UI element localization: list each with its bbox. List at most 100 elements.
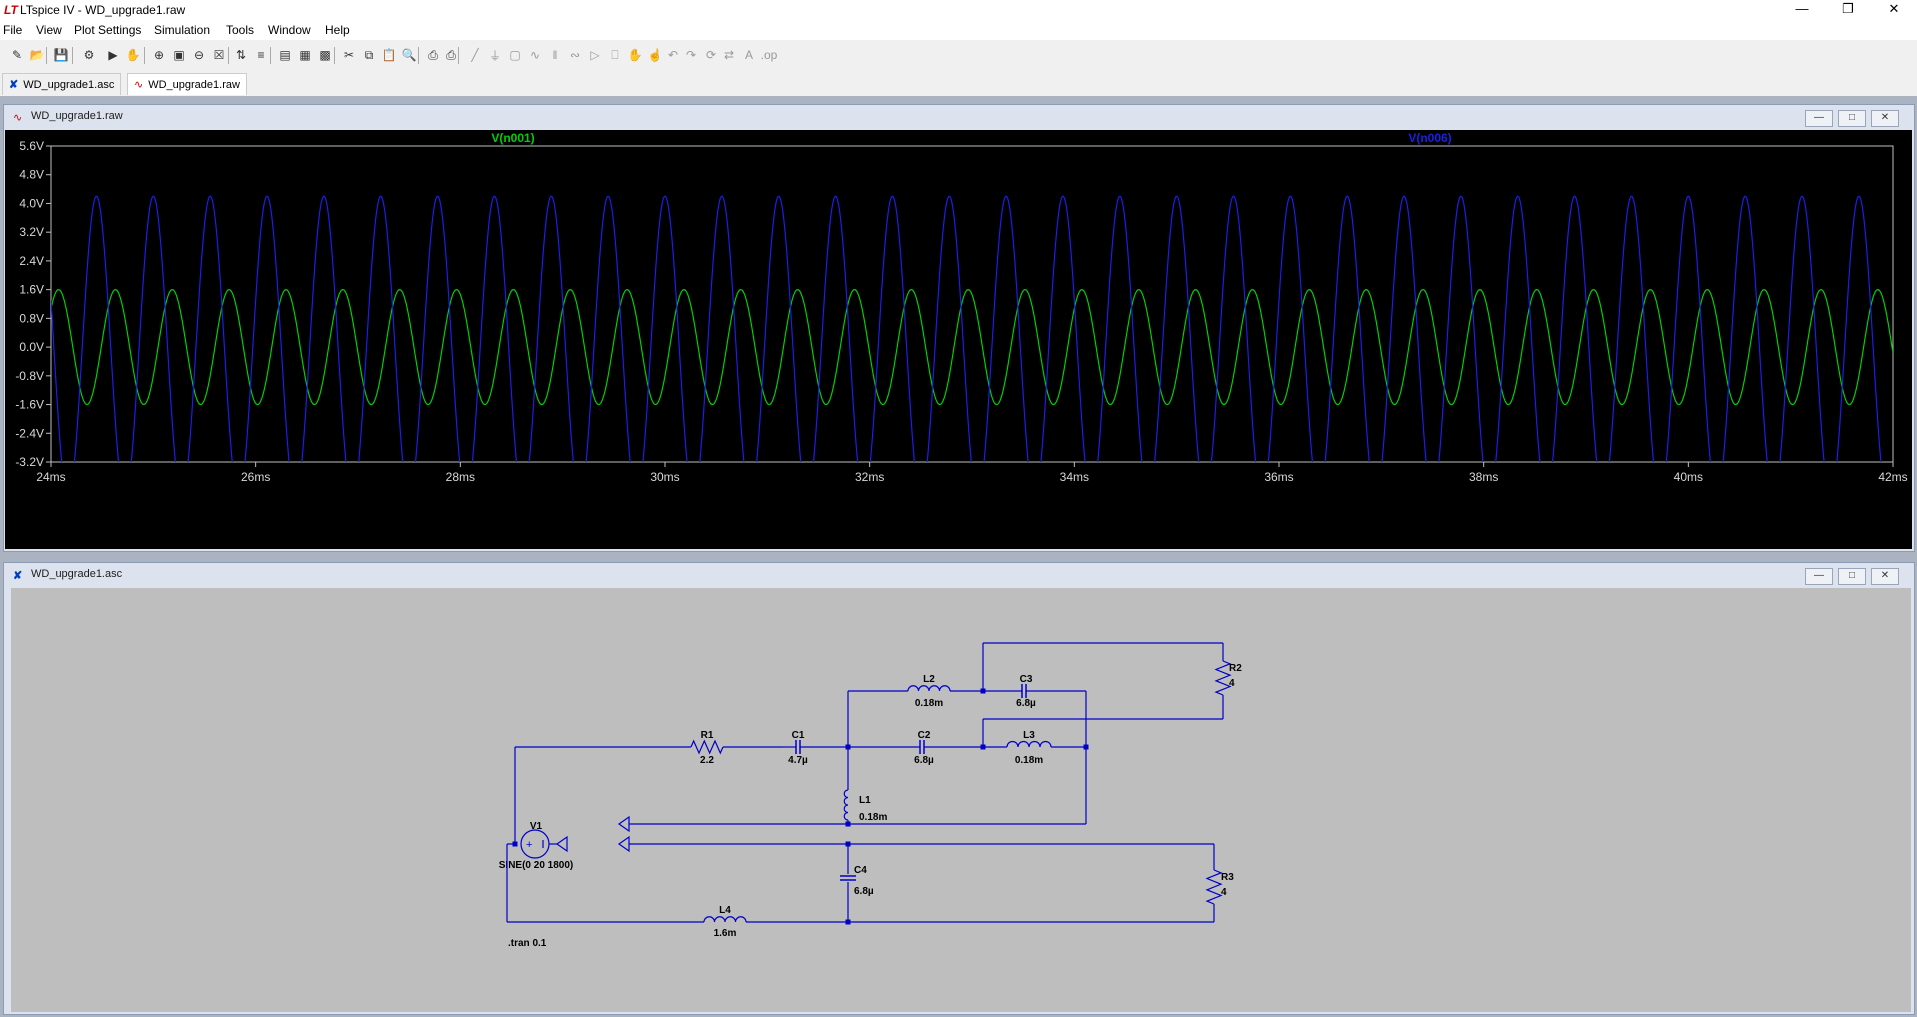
component-label-l4: L4: [719, 905, 731, 916]
schematic-drawing[interactable]: R24L20.18mC36.8µR12.2C14.7µC26.8µL30.18m…: [5, 588, 1912, 1012]
menu-tools[interactable]: Tools: [226, 23, 255, 37]
component-value-l3: 0.18m: [1015, 755, 1043, 766]
zoom-out-icon[interactable]: ⊖: [193, 48, 205, 62]
zoom-in-icon[interactable]: ⊕: [153, 48, 165, 62]
menu-view[interactable]: View: [36, 23, 62, 37]
menu-file[interactable]: File: [3, 23, 23, 37]
close-button[interactable]: ✕: [1888, 1, 1900, 16]
resistor-symbol: [1205, 869, 1223, 905]
y-tick-label: 5.6V: [19, 139, 44, 153]
ground-icon[interactable]: ⏚: [488, 48, 501, 63]
close-button[interactable]: ✕: [1871, 110, 1899, 127]
print-setup-icon[interactable]: ⎙: [428, 47, 438, 62]
y-tick-label: -3.2V: [15, 455, 44, 469]
diode-icon[interactable]: ▷: [590, 48, 600, 62]
tile-vertical-icon[interactable]: ▦: [299, 48, 311, 62]
print-icon[interactable]: ⎙: [446, 47, 456, 62]
component-value-r1: 2.2: [700, 755, 714, 766]
label-icon[interactable]: ▢: [509, 48, 521, 62]
save-icon[interactable]: 💾: [53, 48, 69, 62]
halt-icon[interactable]: ✋: [125, 48, 141, 62]
run-icon[interactable]: ▶: [108, 48, 118, 62]
menu-simulation[interactable]: Simulation: [154, 23, 211, 37]
waveform-window-titlebar[interactable]: ∿ WD_upgrade1.raw — □ ✕: [4, 105, 1914, 129]
menu-plot-settings[interactable]: Plot Settings: [74, 23, 142, 37]
resistor-icon[interactable]: ∿: [529, 48, 541, 62]
add-trace-icon[interactable]: ≡: [257, 48, 265, 62]
y-tick-label: -2.4V: [15, 426, 44, 440]
plus-sign: +: [526, 839, 532, 851]
restore-button[interactable]: ❐: [1842, 1, 1854, 16]
waveform-plot[interactable]: 5.6V4.8V4.0V3.2V2.4V1.6V0.8V0.0V-0.8V-1.…: [5, 130, 1912, 549]
maximize-button[interactable]: □: [1838, 568, 1866, 585]
cut-icon[interactable]: ✂: [343, 48, 355, 62]
y-tick-label: -0.8V: [15, 369, 44, 383]
schematic-background: [11, 588, 1911, 1012]
toolbar-separator: [144, 47, 145, 64]
minimize-button[interactable]: —: [1805, 568, 1833, 585]
waveform-window-title: WD_upgrade1.raw: [31, 110, 123, 122]
tab-waveform[interactable]: ∿ WD_upgrade1.raw: [127, 73, 247, 95]
component-label-c1: C1: [792, 730, 805, 741]
copy-icon[interactable]: ⧉: [364, 47, 374, 62]
spice-directive-icon[interactable]: .op: [760, 48, 778, 62]
close-button[interactable]: ✕: [1871, 568, 1899, 585]
y-tick-label: 0.8V: [19, 311, 44, 325]
x-tick-label: 24ms: [36, 470, 65, 484]
minimize-button[interactable]: —: [1795, 1, 1809, 16]
tab-schematic[interactable]: ✘ WD_upgrade1.asc: [2, 73, 122, 95]
paste-icon[interactable]: 📋: [381, 48, 397, 62]
schematic-window-titlebar[interactable]: ✘ WD_upgrade1.asc — □ ✕: [4, 563, 1914, 587]
redo-icon[interactable]: ↷: [685, 48, 697, 62]
ltspice-logo-icon: LT: [4, 3, 18, 17]
y-tick-label: 0.0V: [19, 340, 44, 354]
document-tabs: ✘ WD_upgrade1.asc ∿ WD_upgrade1.raw: [0, 73, 1917, 95]
minimize-button[interactable]: —: [1805, 110, 1833, 127]
wire-icon[interactable]: ╱: [471, 48, 479, 62]
autorange-icon[interactable]: ⇅: [235, 48, 247, 62]
component-value-r2: 4: [1229, 678, 1235, 689]
component-label-r1: R1: [701, 730, 714, 741]
find-icon[interactable]: 🔍: [401, 48, 417, 62]
component-label-c3: C3: [1020, 674, 1033, 685]
zoom-area-icon[interactable]: ▣: [173, 48, 185, 62]
control-panel-icon[interactable]: ⚙: [83, 48, 95, 62]
trace-label: V(n006): [1408, 131, 1451, 145]
y-tick-label: 3.2V: [19, 225, 44, 239]
trace-label: V(n001): [491, 131, 534, 145]
x-tick-label: 40ms: [1674, 470, 1703, 484]
x-tick-label: 34ms: [1060, 470, 1089, 484]
zoom-fit-icon[interactable]: ☒: [213, 48, 225, 62]
component-icon[interactable]: ⎕: [611, 47, 619, 62]
rotate-icon[interactable]: ⟳: [705, 48, 717, 62]
open-icon[interactable]: 📂: [29, 48, 45, 62]
toolbar-separator: [334, 47, 335, 64]
spice-directive: .tran 0.1: [508, 938, 547, 949]
y-tick-label: 4.8V: [19, 168, 44, 182]
mirror-icon[interactable]: ⇄: [723, 48, 735, 62]
drag-icon[interactable]: ☝: [647, 48, 663, 62]
component-value-r3: 4: [1221, 887, 1227, 898]
component-label-l2: L2: [923, 674, 935, 685]
resistor-symbol: [690, 739, 724, 755]
x-tick-label: 36ms: [1264, 470, 1293, 484]
menu-help[interactable]: Help: [325, 23, 350, 37]
waveform-icon: ∿: [134, 79, 144, 91]
capacitor-icon[interactable]: ‖: [552, 48, 558, 62]
x-tick-label: 38ms: [1469, 470, 1498, 484]
maximize-button[interactable]: □: [1838, 110, 1866, 127]
x-tick-label: 30ms: [650, 470, 679, 484]
undo-icon[interactable]: ↶: [667, 48, 679, 62]
tile-horizontal-icon[interactable]: ▤: [279, 48, 291, 62]
text-icon[interactable]: A: [744, 48, 753, 62]
y-tick-label: 4.0V: [19, 196, 44, 210]
move-icon[interactable]: ✋: [627, 48, 643, 62]
component-value-c4: 6.8µ: [854, 886, 874, 897]
menu-window[interactable]: Window: [268, 23, 311, 37]
inductor-icon[interactable]: ∾: [569, 48, 581, 62]
schematic-icon: ✘: [9, 79, 19, 91]
new-schematic-icon[interactable]: ✎: [11, 48, 23, 62]
cascade-icon[interactable]: ▩: [319, 48, 331, 62]
